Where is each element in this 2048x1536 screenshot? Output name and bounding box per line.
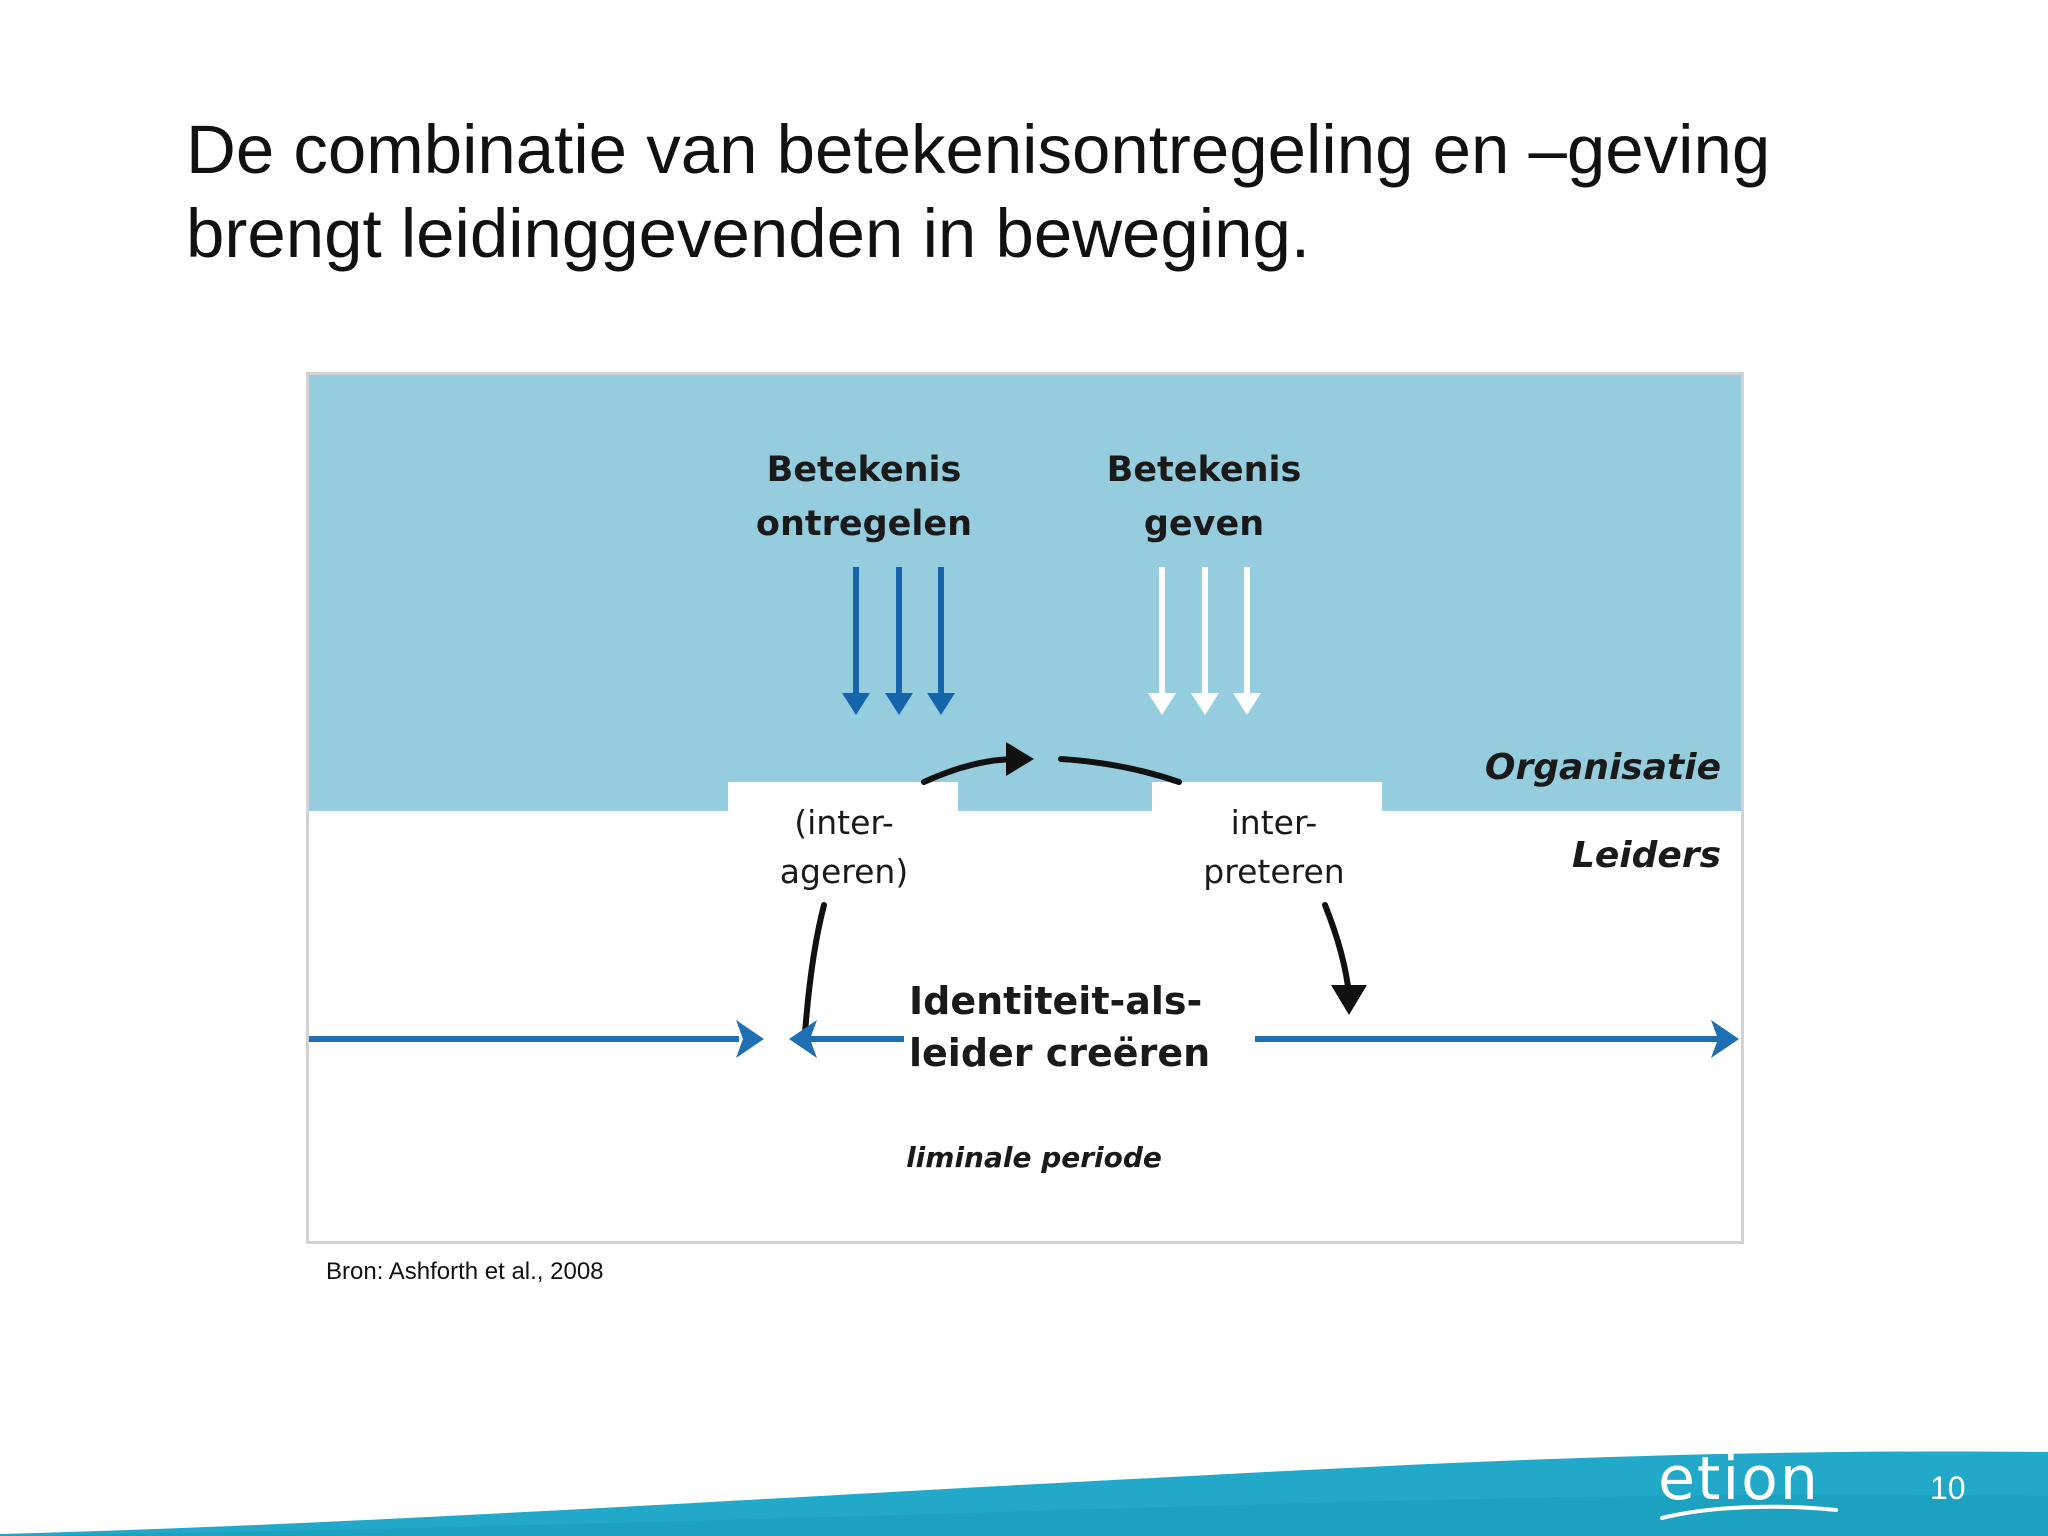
etion-logo: etion bbox=[1658, 1444, 1820, 1514]
interpret-label-line-2: preteren bbox=[1203, 852, 1345, 891]
sensegiving-arrows bbox=[1148, 567, 1261, 715]
sensebreaking-arrowhead-2 bbox=[885, 693, 913, 715]
diagram-graphics bbox=[309, 375, 1741, 1058]
interpret-label: inter- preteren bbox=[1159, 798, 1389, 896]
leaders-label: Leiders bbox=[1571, 835, 1721, 876]
cycle-arrowhead-right bbox=[1331, 985, 1367, 1015]
enact-label-line-2: ageren) bbox=[779, 852, 909, 891]
sensebreaking-arrowhead-3 bbox=[927, 693, 955, 715]
cycle-arrow-left-up bbox=[802, 902, 827, 1036]
enact-label-line-1: (inter- bbox=[794, 803, 894, 842]
identity-arrowhead-left bbox=[789, 1020, 817, 1058]
identity-label: Identiteit-als- leider creëren bbox=[909, 975, 1229, 1079]
timeline-arrowhead-left bbox=[736, 1020, 764, 1058]
identity-label-line-1: Identiteit-als- bbox=[909, 979, 1203, 1023]
slide-title-line-2: brengt leidinggevenden in beweging. bbox=[186, 195, 1311, 272]
sensegiving-arrowhead-2 bbox=[1191, 693, 1219, 715]
cycle-arrow-top-right bbox=[1058, 756, 1182, 785]
organisation-band bbox=[309, 375, 1741, 811]
identity-cycle-diagram: Betekenis ontregelen Betekenis geven Org… bbox=[306, 372, 1744, 1244]
cycle-arrowhead-top bbox=[1006, 742, 1034, 776]
sensebreaking-label: Betekenis ontregelen bbox=[749, 443, 979, 551]
timeline-arrowhead-right bbox=[1711, 1020, 1739, 1058]
slide-title-line-1: De combinatie van betekenisontregeling e… bbox=[186, 111, 1771, 188]
logo-swoosh-icon bbox=[1660, 1504, 1838, 1520]
sensebreaking-arrows bbox=[842, 567, 955, 715]
organisation-label: Organisatie bbox=[1484, 747, 1721, 788]
sensebreaking-arrowhead-1 bbox=[842, 693, 870, 715]
page-number: 10 bbox=[1930, 1470, 1966, 1506]
slide-title: De combinatie van betekenisontregeling e… bbox=[186, 108, 1946, 276]
source-caption: Bron: Ashforth et al., 2008 bbox=[326, 1258, 604, 1285]
sensegiving-arrowhead-1 bbox=[1148, 693, 1176, 715]
interpret-label-line-1: inter- bbox=[1230, 803, 1318, 842]
cycle-arrows bbox=[802, 742, 1367, 1036]
enact-label: (inter- ageren) bbox=[729, 798, 959, 896]
footer-wave bbox=[0, 1451, 2048, 1536]
sensegiving-arrowhead-3 bbox=[1233, 693, 1261, 715]
identity-label-line-2: leider creëren bbox=[909, 1031, 1211, 1075]
sensebreaking-label-line-1: Betekenis bbox=[766, 450, 962, 490]
liminal-period-label: liminale periode bbox=[906, 1141, 1162, 1174]
sensegiving-label-line-1: Betekenis bbox=[1106, 450, 1302, 490]
sensebreaking-label-line-2: ontregelen bbox=[755, 504, 973, 544]
timeline-arrows bbox=[309, 1020, 1739, 1058]
sensegiving-label-line-2: geven bbox=[1143, 504, 1265, 544]
cycle-arrow-right-down bbox=[1322, 902, 1352, 998]
sensegiving-label: Betekenis geven bbox=[1089, 443, 1319, 551]
